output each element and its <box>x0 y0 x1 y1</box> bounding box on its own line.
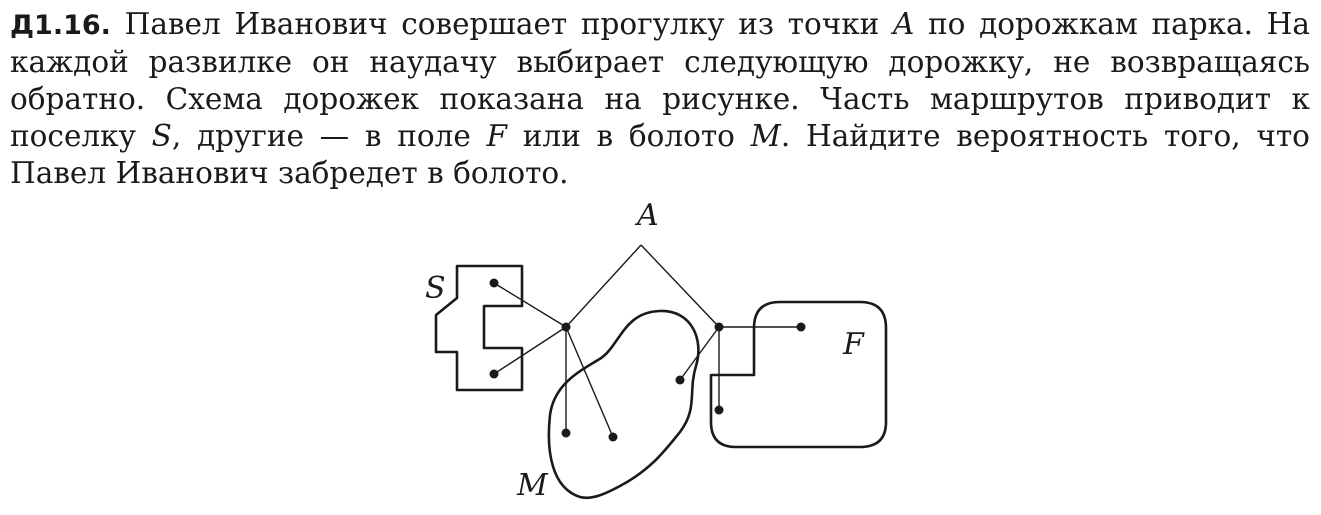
variable-a: A <box>893 7 915 41</box>
left-fork-node <box>561 322 571 332</box>
label-s: S <box>425 271 446 306</box>
problem-text-part-5: . Найдите вероятность того, что Павел Ив… <box>10 119 1310 190</box>
m-endpoint-2 <box>608 432 618 442</box>
path-left-fork-to-s-top <box>493 282 567 328</box>
village-s-region <box>434 264 524 392</box>
variable-f: F <box>486 119 508 153</box>
label-m: M <box>516 468 549 503</box>
right-fork-node <box>714 322 724 332</box>
variable-m: M <box>750 119 781 153</box>
problem-number: Д1.16. <box>10 10 111 41</box>
path-a-to-right-fork <box>640 244 720 328</box>
path-a-to-left-fork <box>565 244 642 328</box>
path-right-fork-to-m <box>679 326 720 381</box>
m-endpoint-1 <box>561 428 571 438</box>
s-endpoint-bottom <box>489 369 499 379</box>
s-endpoint-top <box>489 278 499 288</box>
f-endpoint-top <box>796 322 806 332</box>
variable-s: S <box>151 119 172 153</box>
field-f-region <box>709 300 888 449</box>
problem-text: Д1.16. Павел Иванович совершает прогулку… <box>10 6 1310 192</box>
problem-text-part-4: или в болото <box>522 119 735 153</box>
label-f: F <box>842 327 865 362</box>
f-endpoint-bottom <box>714 405 724 415</box>
path-left-fork-to-m-2 <box>565 326 614 438</box>
problem-text-part-1: Павел Иванович совершает прогулку из точ… <box>124 7 880 41</box>
label-a: A <box>634 198 659 233</box>
swamp-m-region <box>547 309 700 500</box>
problem-text-part-2: по дорожкам парка. На каждой развилке он… <box>10 7 1310 153</box>
problem-text-part-3: , другие — в поле <box>171 119 471 153</box>
path-left-fork-to-s-bottom <box>493 326 567 375</box>
m-endpoint-3 <box>675 375 685 385</box>
